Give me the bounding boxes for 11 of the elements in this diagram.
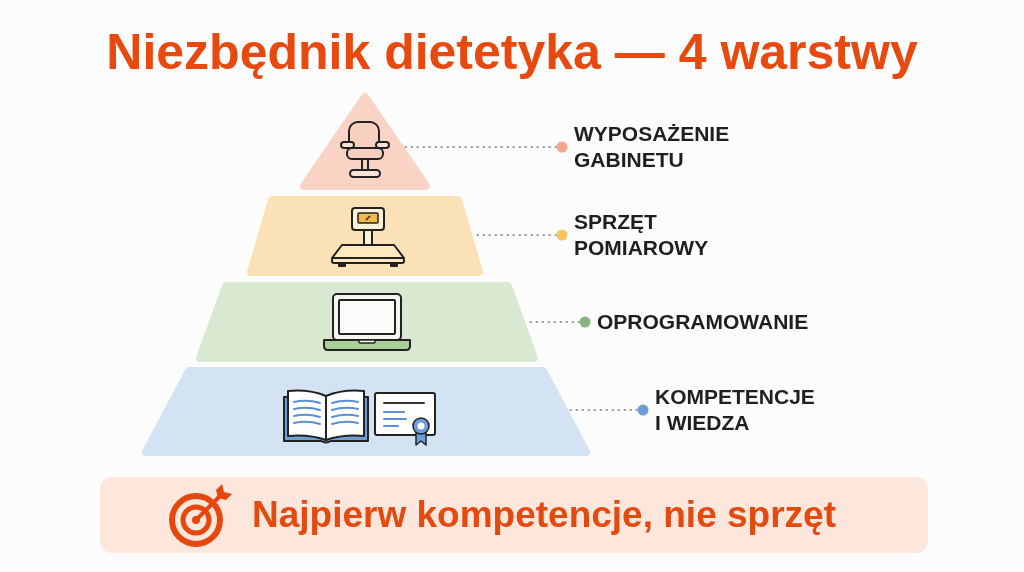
pyramid-layer bbox=[247, 196, 483, 276]
layer-label: WYPOSAŻENIE GABINETU bbox=[574, 121, 732, 173]
callout-banner bbox=[100, 477, 928, 553]
pyramid-layer bbox=[142, 367, 590, 456]
pyramid-layer bbox=[196, 282, 538, 362]
title: Niezbędnik dietetyka — 4 warstwy bbox=[106, 24, 918, 80]
layer-label: SPRZĘT POMIAROWY bbox=[574, 209, 712, 261]
banner-text: Najpierw kompetencje, nie sprzęt bbox=[252, 494, 836, 536]
layer-label: KOMPETENCJE I WIEDZA bbox=[655, 384, 819, 436]
layer-label: OPROGRAMOWANIE bbox=[597, 309, 809, 335]
pyramid-layer bbox=[300, 93, 430, 190]
